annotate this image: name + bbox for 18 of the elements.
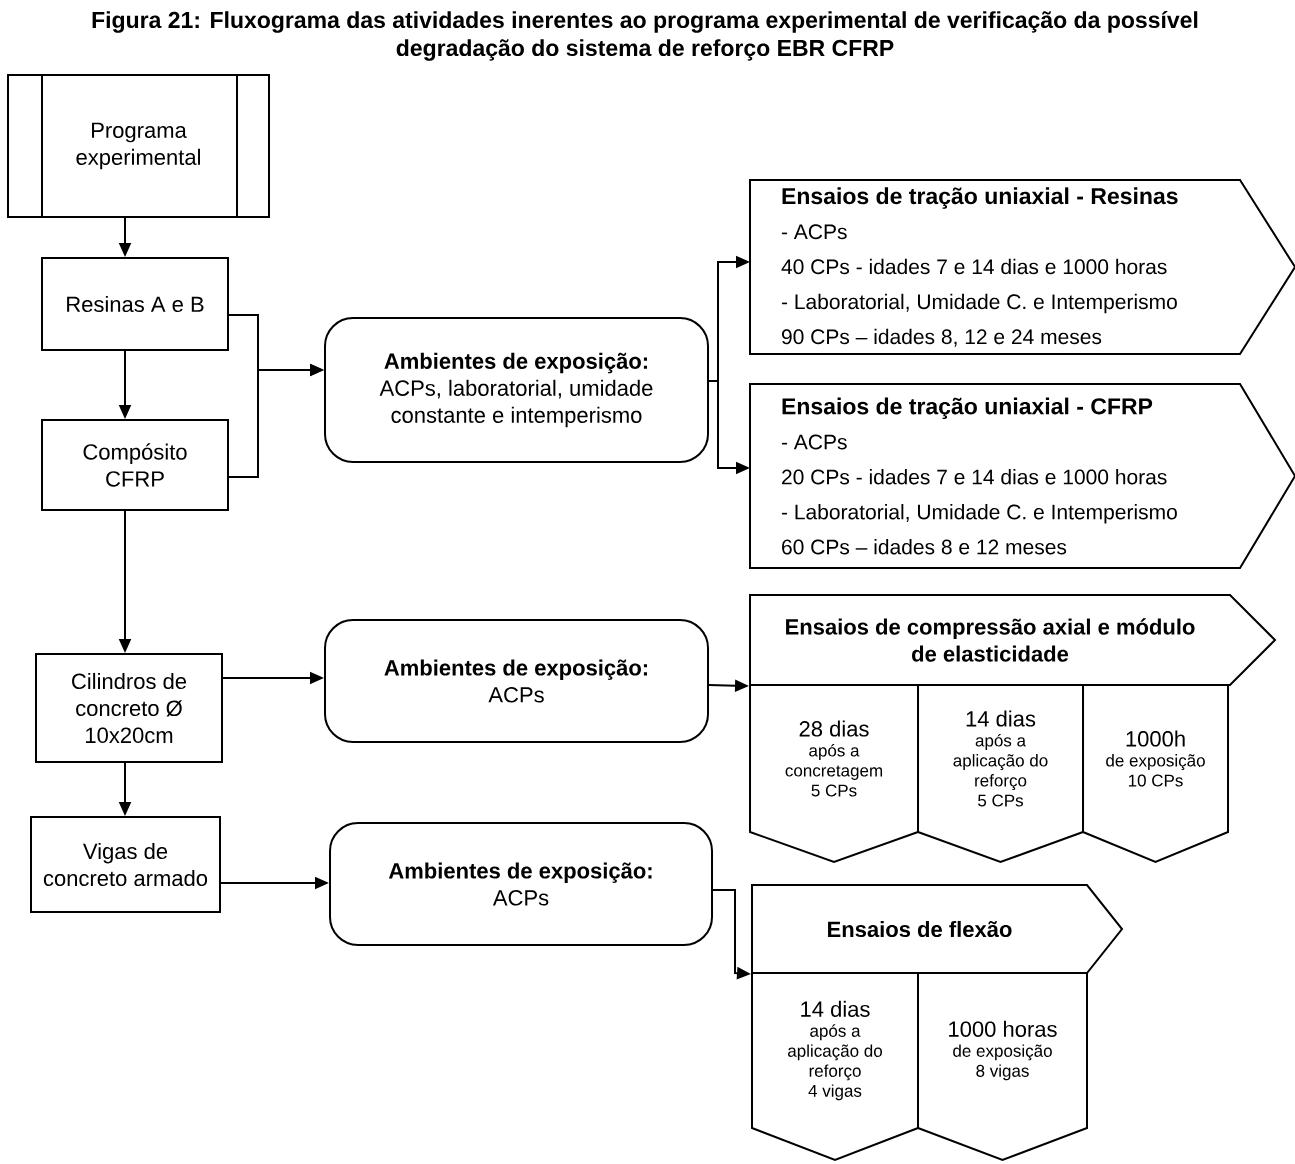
- process-box: Cilindros de concreto Ø 10x20cm: [35, 653, 223, 763]
- title: Figura 21: Fluxograma das atividades inerentes ao programa experimental de verificação da possível degradação do sistema de reforço EBR CFRP: [92, 11, 1198, 61]
- pentagon-arrow-box: Ensaios de tração uniaxial - CFRP - ACPs 20 CPs - idades 7 e 14 dias e 1000 horas - Laboratorial, Umidade C. e Intemperismo 60 CPs – idades 8 e 12 meses: [749, 383, 1295, 569]
- process-box: Vigas de concreto armado: [30, 816, 221, 913]
- pentagon-cell: 14 dias após a aplicação do reforço 5 CPs: [917, 684, 1084, 864]
- process-box: Compósito CFRP: [41, 419, 229, 511]
- pentagon-cell: 1000 horas de exposição 8 vigas: [917, 972, 1088, 1162]
- pentagon-cell: 14 dias após a aplicação do reforço 4 vigas: [751, 972, 919, 1162]
- pentagon-arrow-box: Ensaios de compressão axial e módulo de elasticidade: [749, 594, 1277, 686]
- pentagon-arrow-box: Ensaios de tração uniaxial - Resinas - ACPs 40 CPs - idades 7 e 14 dias e 1000 horas - Laboratorial, Umidade C. e Intemperismo 90 CPs – idades 8, 12 e 24 meses: [749, 179, 1295, 355]
- pentagon-arrow-box: Ensaios de flexão: [751, 884, 1124, 974]
- predefined-process-box: Programa experimental: [7, 74, 270, 218]
- rounded-box: Ambientes de exposição: ACPs: [324, 619, 709, 743]
- pentagon-cell: 1000h de exposição 10 CPs: [1082, 684, 1229, 864]
- rounded-box: Ambientes de exposição: ACPs, laboratorial, umidade constante e intemperismo: [324, 317, 709, 463]
- process-box: Resinas A e B: [41, 257, 229, 351]
- rounded-box: Ambientes de exposição: ACPs: [329, 822, 713, 946]
- pentagon-cell: 28 dias após a concretagem 5 CPs: [749, 684, 919, 864]
